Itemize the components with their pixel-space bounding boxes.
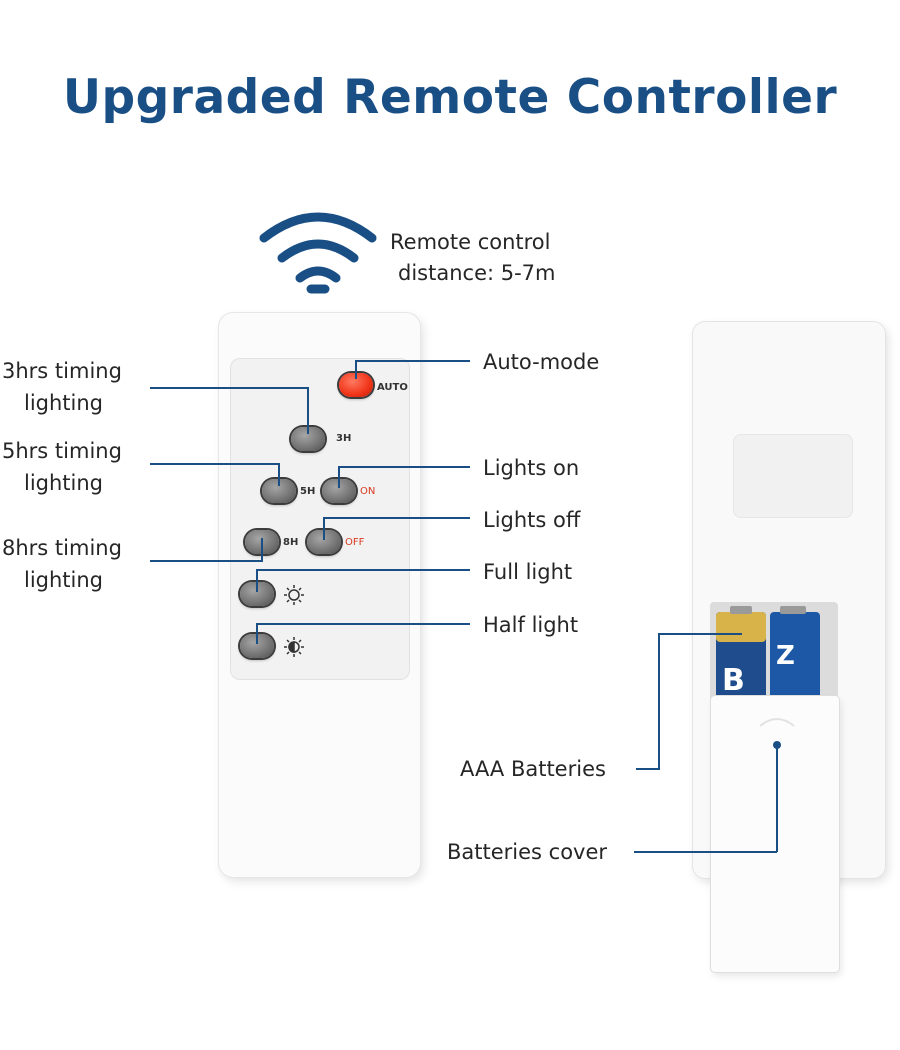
callout-line-half bbox=[256, 623, 470, 644]
5h-button-label: 5H bbox=[300, 486, 316, 497]
svg-text:B: B bbox=[722, 663, 745, 698]
label-8hrs-line2: lighting bbox=[24, 568, 104, 592]
label-3hrs-line1: 3hrs timing bbox=[2, 359, 122, 383]
off-button-label: OFF bbox=[345, 537, 365, 548]
label-lights-on: Lights on bbox=[483, 456, 580, 480]
page-title: Upgraded Remote Controller bbox=[62, 70, 838, 125]
wifi-signal-icon bbox=[259, 212, 377, 294]
label-lights-off: Lights off bbox=[483, 508, 581, 532]
callout-line-3h bbox=[150, 387, 309, 434]
svg-text:Z: Z bbox=[776, 641, 795, 671]
aaa-battery-right: Z bbox=[770, 606, 820, 700]
callout-line-auto bbox=[355, 360, 470, 379]
back-recess bbox=[733, 434, 853, 518]
label-8hrs-line1: 8hrs timing bbox=[2, 536, 122, 560]
label-5hrs-line2: lighting bbox=[24, 471, 104, 495]
label-3hrs-line2: lighting bbox=[24, 391, 104, 415]
label-aaa-batteries: AAA Batteries bbox=[460, 757, 606, 781]
signal-text-line1: Remote control bbox=[390, 230, 551, 254]
callout-line-batteries bbox=[636, 633, 742, 770]
sun-outline-icon bbox=[284, 585, 304, 605]
callout-line-8h bbox=[150, 538, 263, 562]
callout-line-off bbox=[323, 517, 470, 540]
callout-line-5h bbox=[150, 463, 280, 486]
half-sun-icon bbox=[284, 637, 304, 657]
label-5hrs-line1: 5hrs timing bbox=[2, 439, 122, 463]
cover-dot-top bbox=[773, 741, 781, 749]
auto-button-label: AUTO bbox=[377, 382, 408, 393]
3h-button-label: 3H bbox=[336, 433, 352, 444]
label-auto-mode: Auto-mode bbox=[483, 350, 600, 374]
8h-button-label: 8H bbox=[283, 537, 299, 548]
label-half-light: Half light bbox=[483, 613, 579, 637]
callout-line-on bbox=[338, 466, 470, 488]
on-button-label: ON bbox=[360, 486, 376, 497]
label-batteries-cover: Batteries cover bbox=[447, 840, 608, 864]
signal-text-line2: distance: 5-7m bbox=[398, 261, 556, 285]
label-full-light: Full light bbox=[483, 560, 573, 584]
callout-line-full bbox=[256, 569, 470, 592]
